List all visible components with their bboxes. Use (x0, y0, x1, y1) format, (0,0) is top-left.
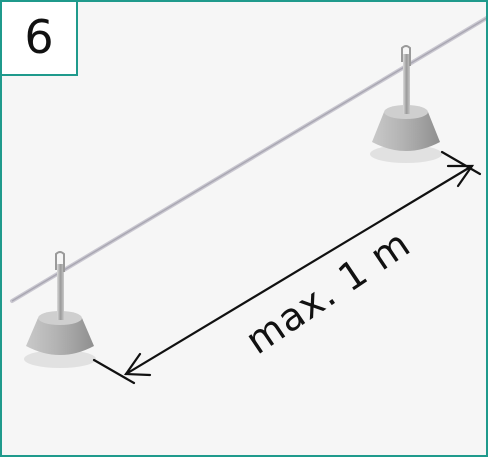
concrete-base-icon (370, 45, 442, 163)
concrete-base-icon (24, 251, 96, 368)
step-number: 6 (24, 10, 54, 64)
dimension-line (92, 150, 482, 385)
step-number-box: 6 (2, 2, 78, 76)
